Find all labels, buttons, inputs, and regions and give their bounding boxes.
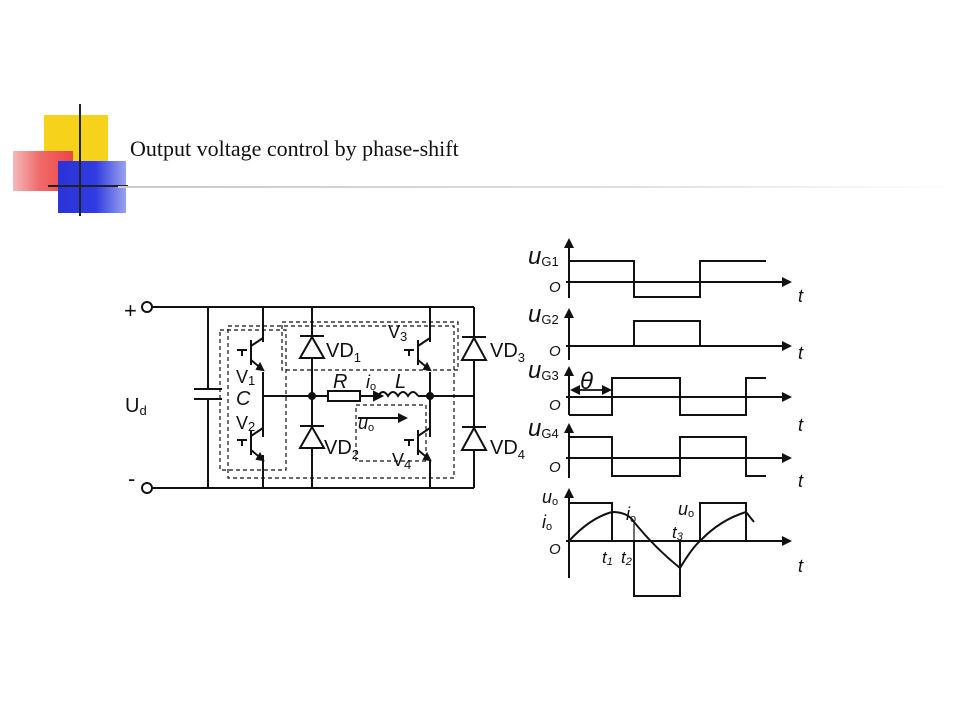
origin-label-1: O [549,279,561,296]
ug3-label: uG3 [528,357,559,384]
vd3-label: VD3 [490,340,525,365]
current-arrow-io [373,390,385,402]
io-label: io [366,372,376,393]
node-right [426,392,434,400]
gate-waveforms [569,260,766,477]
plus-terminal [141,301,153,313]
ug4-label: uG4 [528,415,559,442]
t-label-5: t [798,556,804,576]
igbt-v1 [237,337,265,372]
ug4-waveform [569,436,766,477]
t1-label: t1 [602,548,613,568]
uo-axis-label: uo [542,487,558,508]
decor-blue-square [58,161,126,213]
uo-waveform [568,502,747,597]
vd1-label: VD1 [326,340,361,365]
t-label-3: t [798,415,804,435]
io-axis-label: io [542,512,552,533]
ug2-label: uG2 [528,301,559,328]
diode-vd4 [460,425,488,451]
ug3-waveform [569,377,766,416]
v2-label: V2 [236,413,255,434]
t2-label: t2 [621,548,632,568]
vd4-label: VD4 [490,437,525,462]
inductor-l [377,391,419,398]
r-label: R [333,371,347,393]
l-label: L [395,371,406,393]
origin-label-2: O [549,343,561,360]
ug1-label: uG1 [528,243,559,270]
minus-label: - [128,466,135,491]
origin-label-3: O [549,397,561,414]
decor-horizontal-line [48,185,128,187]
v3-label: V3 [388,322,407,344]
theta-label: θ [580,368,593,395]
waveform-labels: uG1 uG2 uG3 uG4 O O O O O t t t t t θ uo… [528,243,804,576]
uo-curve-label: uo [678,499,694,520]
origin-label-5: O [549,541,561,558]
slide-title: Output voltage control by phase-shift [130,136,459,161]
minus-terminal [141,482,153,494]
io-waveform [568,510,755,570]
circuit-labels: + - Ud C V1 V2 V3 V4 VD1 VD2 VD3 VD4 R L [124,298,525,491]
t-label-4: t [798,471,804,491]
diode-vd3 [460,335,488,361]
ug1-waveform [569,260,766,298]
igbt-v2 [237,427,265,462]
ug2-waveform [569,320,766,347]
origin-label-4: O [549,459,561,476]
title-underline [118,186,960,188]
t-label-1: t [798,286,804,306]
bridge-circuit [141,301,488,494]
igbt-v3 [404,337,432,372]
decor-vertical-line [79,104,81,216]
diode-vd1 [298,334,326,359]
v1-label: V1 [236,367,255,388]
igbt-v4 [404,427,432,462]
vd2-label: VD2 [324,437,359,462]
uo-label: uo [358,413,374,434]
plus-label: + [124,298,137,323]
v4-label: V4 [392,450,411,472]
t3-label: t3 [672,523,684,543]
conduction-paths [219,321,459,479]
node-left [308,392,316,400]
ud-label: Ud [125,395,147,418]
capacitor-label: C [236,388,251,410]
output-waveforms [568,502,755,597]
io-curve-label: io [626,504,636,525]
diode-vd2 [298,424,326,449]
t-label-2: t [798,343,804,363]
waveform-axes [564,238,792,578]
